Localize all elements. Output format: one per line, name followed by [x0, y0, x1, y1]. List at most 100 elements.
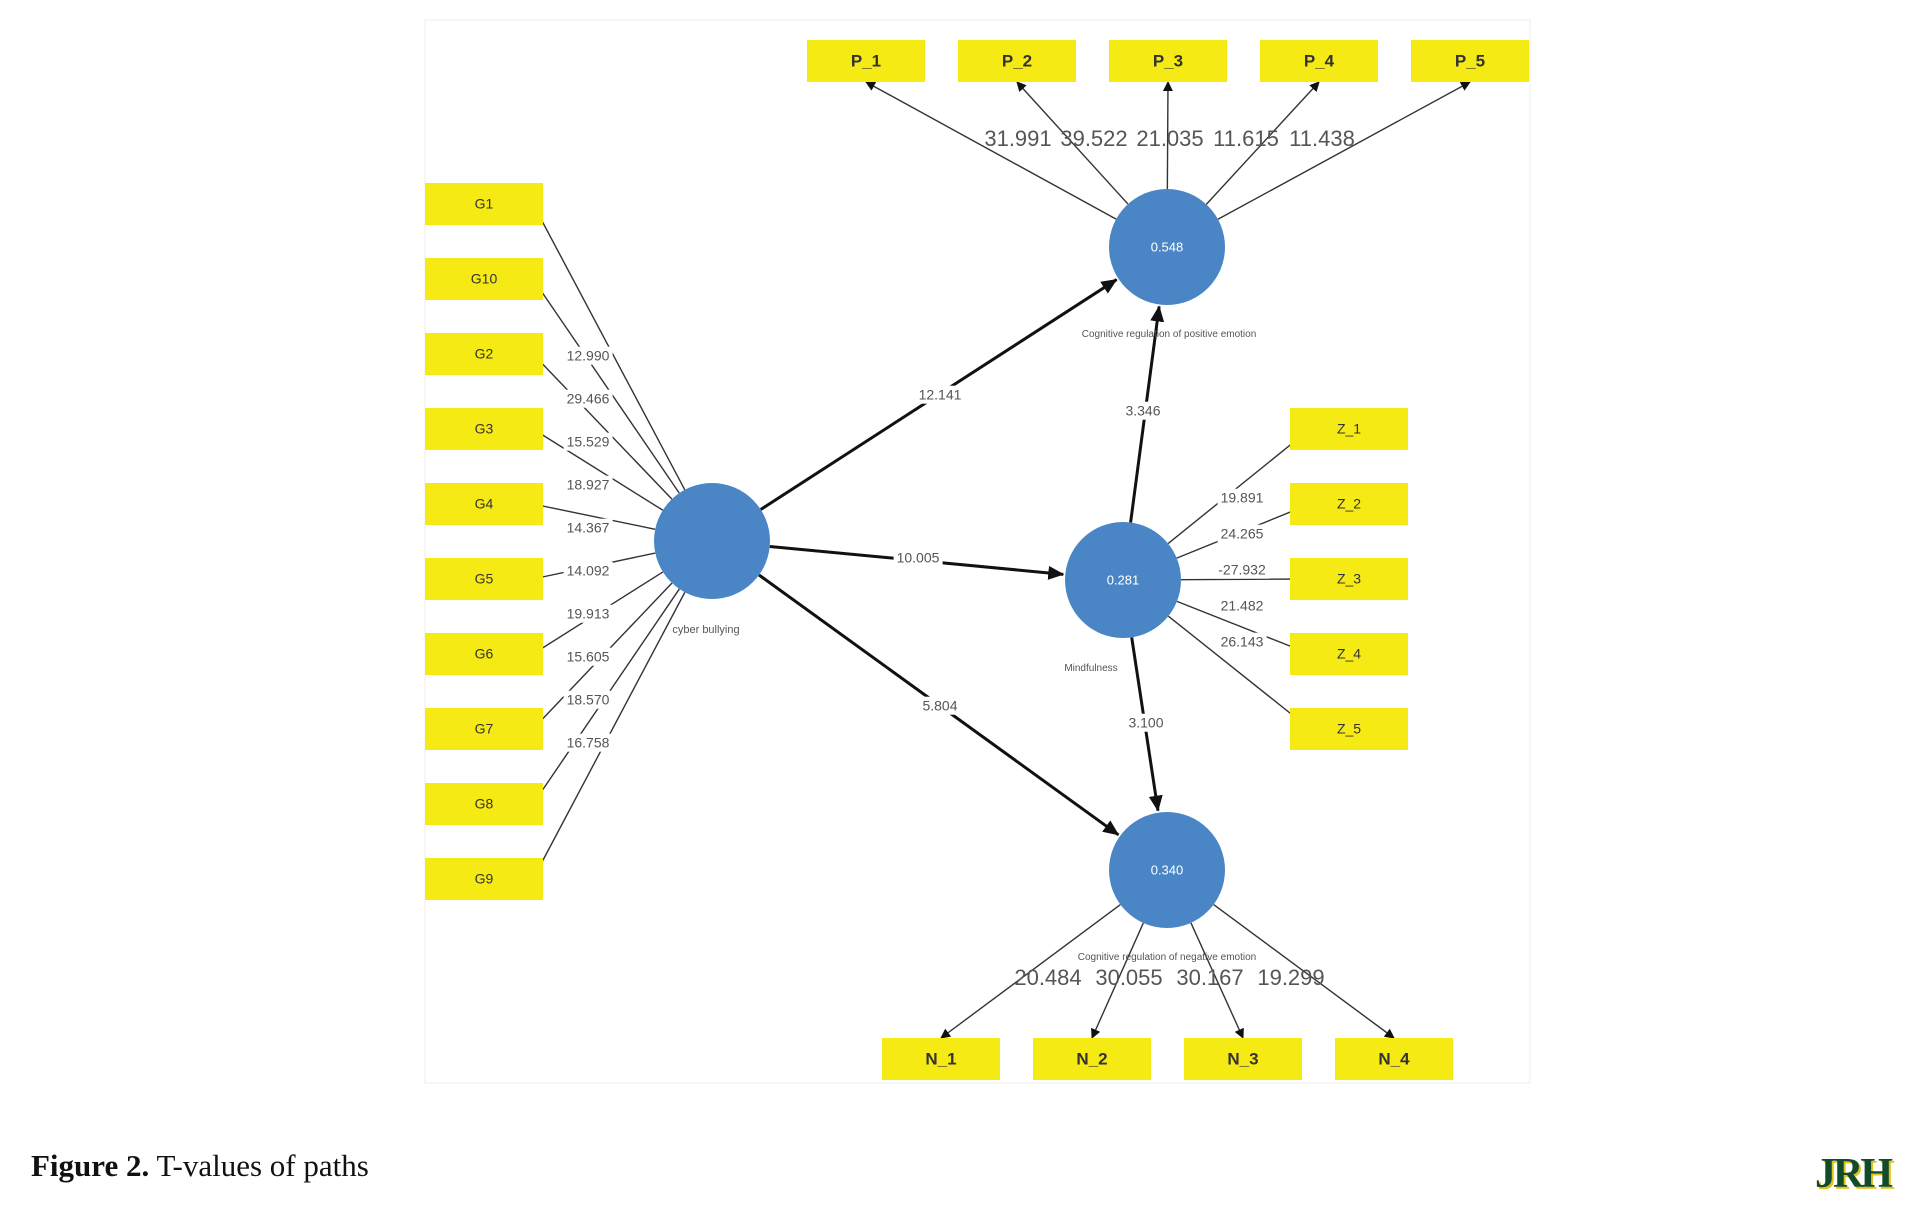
indicator-box: N_2: [1033, 1038, 1151, 1080]
indicator-rect: [1290, 558, 1408, 600]
indicator-label: Z_1: [1337, 421, 1361, 437]
tvalue-background: [1217, 524, 1267, 543]
latent-name: Cognitive regulation of positive emotion: [1082, 329, 1257, 340]
outer-path-tvalue: -27.932: [1218, 562, 1266, 578]
indicator-box: Z_2: [1290, 483, 1408, 525]
indicator-rect: [425, 783, 543, 825]
indicator-box: P_5: [1411, 40, 1529, 82]
tvalue-background: [563, 432, 613, 451]
outer-path-line: [1167, 428, 1311, 545]
indicator-box: P_1: [807, 40, 925, 82]
indicator-box: G10: [425, 258, 543, 300]
indicator-box: N_4: [1335, 1038, 1453, 1080]
indicator-label: N_1: [925, 1049, 956, 1068]
journal-logo: JRH: [1815, 1151, 1893, 1197]
indicator-box: Z_3: [1290, 558, 1408, 600]
indicator-label: P_4: [1304, 51, 1335, 70]
tvalue-background: [893, 548, 943, 567]
outer-path-line: [1205, 81, 1320, 205]
outer-path-line: [1180, 574, 1311, 585]
indicator-rect: [882, 1038, 1000, 1080]
indicator-label: G4: [475, 496, 494, 512]
outer-path-tvalue: 12.990: [567, 348, 610, 364]
structural-path-tvalue: 12.141: [919, 387, 962, 403]
tvalue-background: [563, 389, 613, 408]
indicator-box: G8: [425, 783, 543, 825]
indicator-box: G2: [425, 333, 543, 375]
indicator-label: G3: [475, 421, 494, 437]
indicator-rect: [1290, 483, 1408, 525]
indicator-rect: [425, 558, 543, 600]
indicator-box: Z_4: [1290, 633, 1408, 675]
structural-path-tvalue: 3.346: [1125, 403, 1160, 419]
outer-path-line: [1176, 600, 1311, 656]
indicator-rect: [807, 40, 925, 82]
outer-path-tvalue: 30.055: [1095, 965, 1162, 990]
indicator-label: Z_4: [1337, 646, 1361, 662]
indicator-label: G6: [475, 646, 494, 662]
outer-path-line: [1167, 615, 1311, 730]
diagram-frame: [424, 19, 1531, 1084]
outer-path-tvalue: 16.758: [567, 735, 610, 751]
indicator-label: Z_5: [1337, 721, 1361, 737]
outer-path-tvalue: 24.265: [1221, 526, 1264, 542]
outer-path-line: [940, 904, 1121, 1039]
latent-circle: [1065, 522, 1181, 638]
indicator-rect: [1033, 1038, 1151, 1080]
tvalue-background: [1217, 488, 1267, 507]
indicator-rect: [1184, 1038, 1302, 1080]
outer-path-tvalue: 11.438: [1289, 126, 1355, 151]
outer-path-tvalue: 21.035: [1136, 126, 1203, 151]
caption-label: Figure 2.: [31, 1148, 150, 1183]
indicator-box: G7: [425, 708, 543, 750]
indicator-rect: [958, 40, 1076, 82]
outer-path-tvalue: 26.143: [1221, 634, 1264, 650]
indicator-box: G1: [425, 183, 543, 225]
indicator-label: N_2: [1076, 1049, 1107, 1068]
outer-path-line: [1190, 922, 1244, 1039]
caption-text: T-values of paths: [156, 1148, 369, 1183]
outer-path-tvalue: 20.484: [1014, 965, 1081, 990]
indicator-box: N_1: [882, 1038, 1000, 1080]
indicator-rect: [425, 183, 543, 225]
latent-r-squared: 0.340: [1151, 862, 1184, 877]
latent-name: Cognitive regulation of negative emotion: [1078, 952, 1256, 963]
indicator-box: P_4: [1260, 40, 1378, 82]
latent-name: cyber bullying: [672, 624, 739, 636]
outer-path-tvalue: 15.529: [567, 434, 610, 450]
latent-variable: cyber bullying: [654, 483, 770, 636]
latent-r-squared: 0.548: [1151, 239, 1184, 254]
indicator-rect: [1109, 40, 1227, 82]
structural-path-tvalue: 5.804: [922, 698, 957, 714]
indicator-rect: [425, 258, 543, 300]
indicator-label: Z_2: [1337, 496, 1361, 512]
path-diagram: 12.99029.46615.52918.92714.36714.09219.9…: [424, 19, 1531, 1084]
tvalue-background: [563, 690, 613, 709]
indicator-label: G8: [475, 796, 494, 812]
indicator-rect: [1260, 40, 1378, 82]
indicator-rect: [425, 483, 543, 525]
outer-path-tvalue: 11.615: [1213, 126, 1279, 151]
outer-path-tvalue: 19.299: [1257, 965, 1324, 990]
tvalue-background: [563, 346, 613, 365]
outer-path-line: [1217, 81, 1471, 220]
indicator-box: G5: [425, 558, 543, 600]
outer-path-line: [865, 81, 1117, 220]
tvalue-background: [563, 647, 613, 666]
tvalue-background: [563, 733, 613, 752]
latent-r-squared: 0.281: [1107, 572, 1140, 587]
indicator-label: N_3: [1227, 1049, 1258, 1068]
indicator-box: G6: [425, 633, 543, 675]
indicator-box: G3: [425, 408, 543, 450]
outer-path-tvalue: 18.570: [567, 692, 610, 708]
outer-path-tvalue: 14.092: [567, 563, 610, 579]
outer-path-line: [1091, 922, 1144, 1039]
outer-path-line: [1016, 81, 1129, 205]
tvalue-background: [915, 385, 965, 404]
indicator-label: P_2: [1002, 51, 1032, 70]
indicator-rect: [1411, 40, 1529, 82]
outer-path-line: [1162, 81, 1173, 190]
indicator-box: Z_5: [1290, 708, 1408, 750]
